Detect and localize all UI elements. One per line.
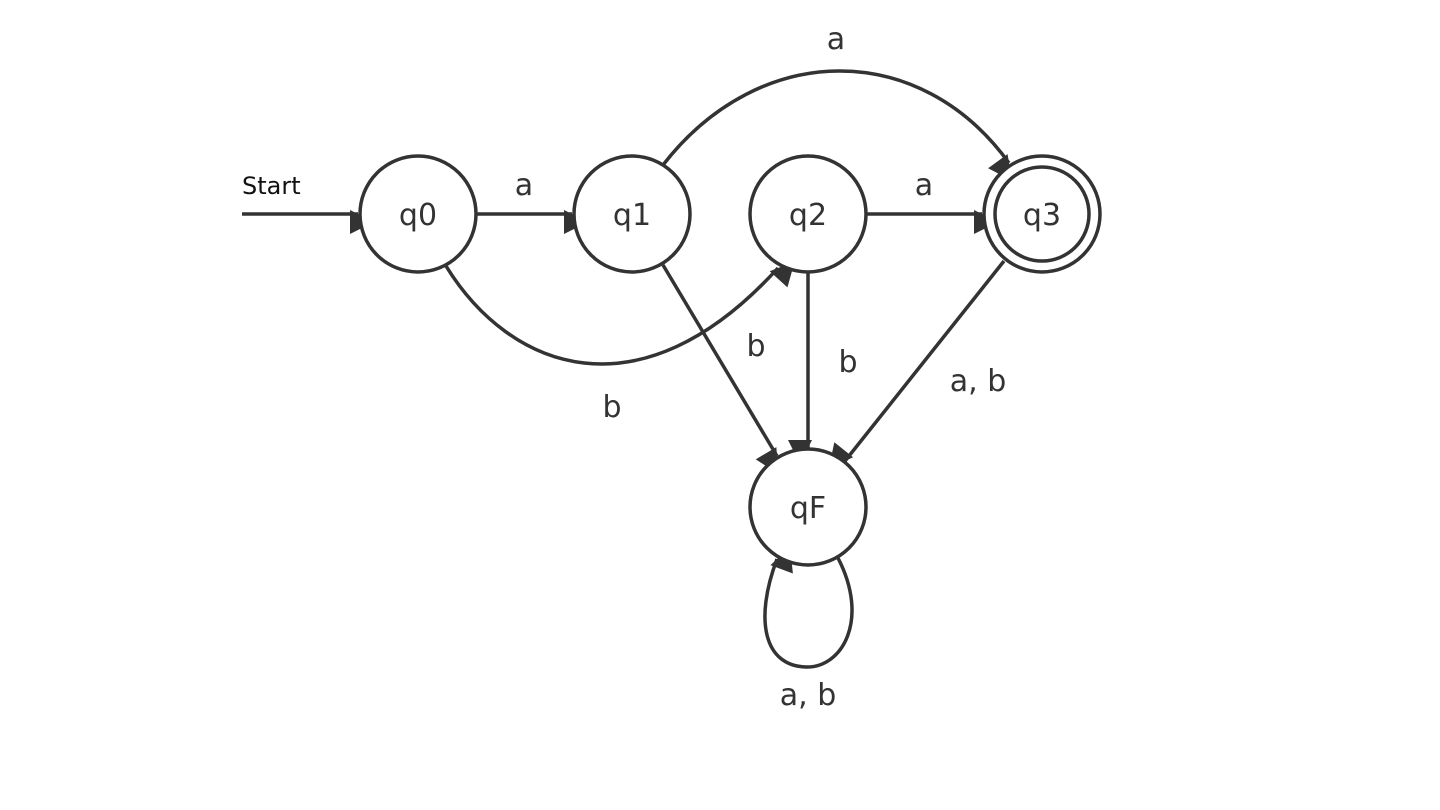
states: q0 q1 q2 q3 qF — [358, 154, 1102, 567]
state-q2-label: q2 — [789, 198, 827, 233]
edge-label-q0-q2: b — [602, 390, 621, 425]
state-q3-inner-circle — [993, 165, 1091, 263]
state-qF: qF — [748, 447, 868, 567]
edge-label-q0-q1: a — [515, 168, 533, 203]
edge-label-qF-loop: a, b — [780, 678, 837, 713]
state-qF-circle — [748, 447, 868, 567]
state-qF-label: qF — [790, 491, 826, 526]
edge-label-q3-qF: a, b — [950, 364, 1007, 399]
state-q2-circle — [748, 154, 868, 274]
edge-label-q1-q3: a — [827, 22, 845, 57]
edge-label-q1-qF: b — [746, 329, 765, 364]
state-q0-circle — [358, 154, 478, 274]
state-q1-circle — [572, 154, 692, 274]
state-q0-label: q0 — [399, 198, 437, 233]
state-q1: q1 — [572, 154, 692, 274]
edge-qF-loop — [763, 546, 854, 669]
state-q0: q0 — [358, 154, 478, 274]
edge-q0-q2 — [444, 261, 795, 366]
state-q2: q2 — [748, 154, 868, 274]
start-label: Start — [242, 172, 301, 200]
edge-q1-qF — [661, 264, 779, 474]
edge-label-q2-qF: b — [838, 345, 857, 380]
edge-q3-qF — [828, 259, 1006, 469]
state-q3: q3 — [982, 154, 1102, 274]
state-q3-label: q3 — [1023, 198, 1061, 233]
edge-label-q2-q3: a — [915, 168, 933, 203]
state-q1-label: q1 — [613, 198, 651, 233]
transitions: a b a b a b a, b a, b — [444, 22, 1012, 713]
edge-q1-q3 — [661, 69, 1012, 181]
